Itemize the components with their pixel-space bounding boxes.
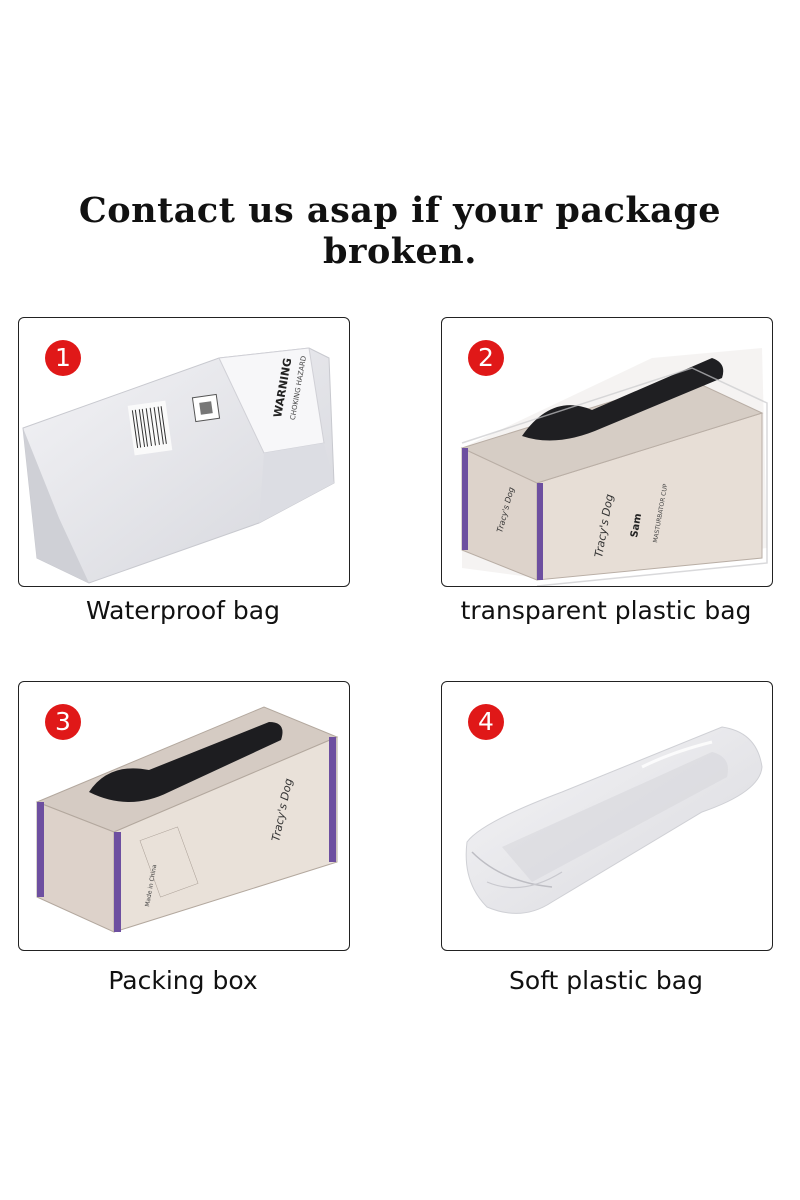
step-number-badge: 2: [468, 340, 504, 376]
model-label: Sam: [629, 513, 644, 539]
headline: Contact us asap if your package broken.: [78, 190, 722, 272]
transparent-bag-image: Tracy's Dog Sam MASTURBATOR CUP Tracy's …: [460, 348, 768, 586]
soft-plastic-bag-image: [465, 726, 763, 914]
step-number-badge: 4: [468, 704, 504, 740]
caption-packing-box: Packing box: [108, 966, 258, 995]
caption-transparent-plastic-bag: transparent plastic bag: [460, 596, 752, 625]
panel-transparent-plastic-bag: Tracy's Dog Sam MASTURBATOR CUP Tracy's …: [441, 317, 773, 587]
packing-box-image: Tracy's Dog Made in China: [35, 706, 339, 933]
step-number-badge: 3: [45, 704, 81, 740]
caption-waterproof-bag: Waterproof bag: [86, 596, 280, 625]
panel-waterproof-bag: WARNING CHOKING HAZARD 1: [18, 317, 350, 587]
waterproof-bag-image: WARNING CHOKING HAZARD: [22, 347, 335, 584]
step-number-badge: 1: [45, 340, 81, 376]
caption-soft-plastic-bag: Soft plastic bag: [509, 966, 703, 995]
panel-soft-plastic-bag: 4: [441, 681, 773, 951]
panel-packing-box: Tracy's Dog Made in China 3: [18, 681, 350, 951]
